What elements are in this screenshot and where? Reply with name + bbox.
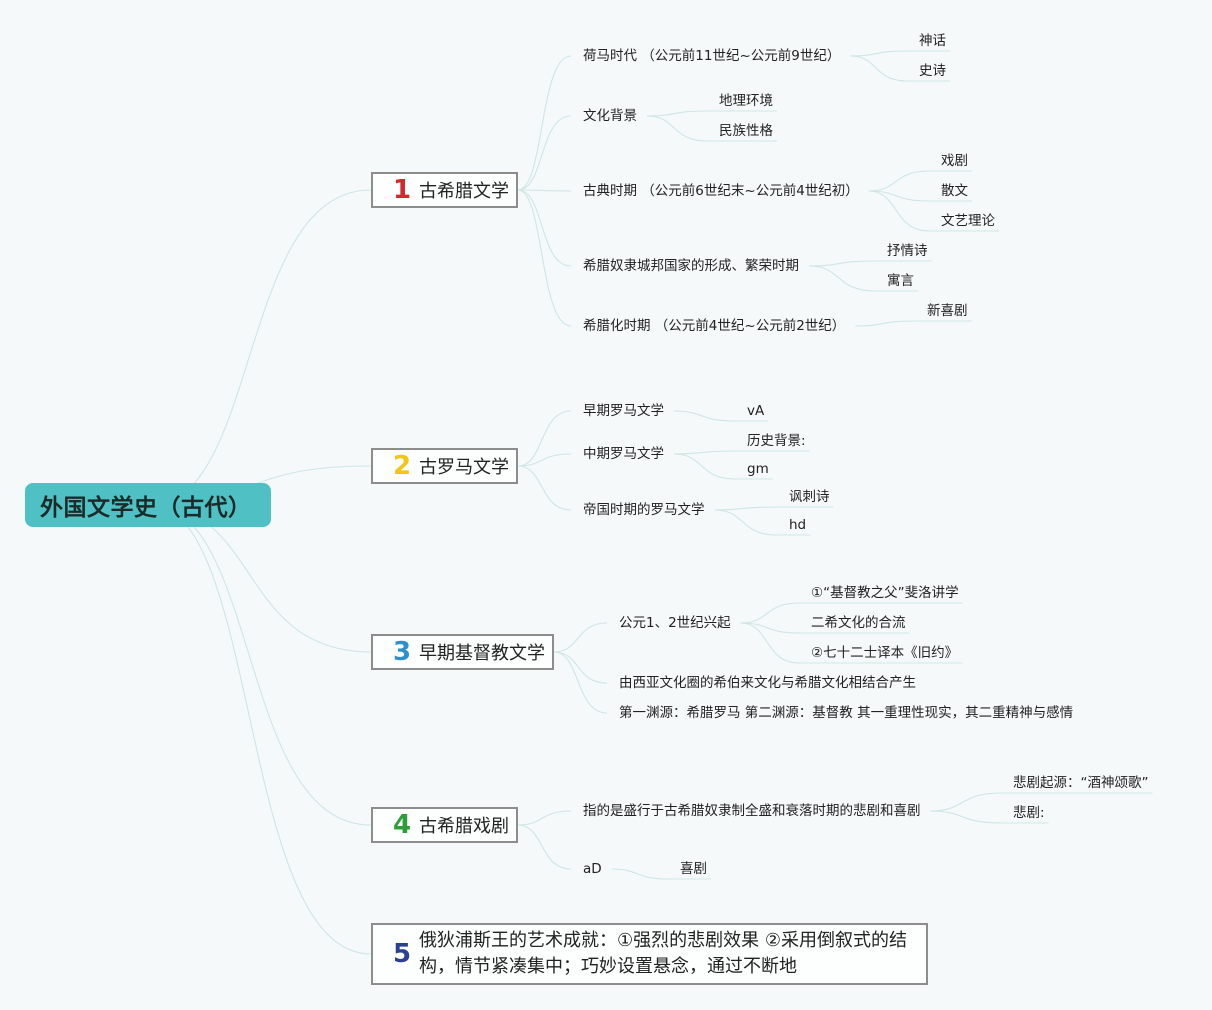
- subtopic-label[interactable]: 早期罗马文学: [583, 403, 664, 419]
- leaf-label[interactable]: ①“基督教之父”斐洛讲学: [811, 585, 959, 601]
- subtopic-label[interactable]: aD: [583, 861, 602, 877]
- subtopic-connector: [646, 115, 708, 142]
- leaf-label[interactable]: 民族性格: [719, 123, 773, 139]
- leaf-label[interactable]: 戏剧: [941, 153, 968, 169]
- branch-connector: [517, 465, 572, 511]
- branch-topic[interactable]: 2 古罗马文学: [371, 448, 518, 484]
- branch-title: 古希腊戏剧: [419, 816, 509, 837]
- subtopic-label[interactable]: 古典时期 （公元前6世纪末~公元前4世纪初）: [583, 183, 859, 199]
- branch-number-icon: 1: [392, 175, 412, 205]
- leaf-label[interactable]: gm: [747, 461, 769, 477]
- leaf-label[interactable]: 讽刺诗: [789, 489, 830, 505]
- subtopic-connector: [714, 506, 778, 511]
- leaf-label[interactable]: ②七十二士译本《旧约》: [811, 645, 959, 661]
- root-connector: [149, 504, 372, 826]
- branch-topic[interactable]: 3 早期基督教文学: [371, 634, 554, 670]
- subtopic-connector: [673, 410, 736, 422]
- branch-topic[interactable]: 4 古希腊戏剧: [371, 807, 518, 843]
- branch-connector: [517, 810, 572, 826]
- subtopic-connector: [850, 50, 908, 57]
- subtopic-label[interactable]: 荷马时代 （公元前11世纪~公元前9世纪）: [583, 48, 841, 64]
- leaf-label[interactable]: 寓言: [887, 273, 914, 289]
- subtopic-label[interactable]: 文化背景: [583, 108, 637, 124]
- root-title: 外国文学史（古代）: [40, 495, 252, 521]
- branch-connector: [517, 824, 572, 870]
- root-connector: [149, 504, 372, 653]
- subtopic-label[interactable]: 由西亚文化圈的希伯来文化与希腊文化相结合产生: [619, 675, 916, 691]
- branch-number-icon: 5: [392, 939, 412, 969]
- leaf-label[interactable]: 史诗: [919, 63, 946, 79]
- root-connector: [149, 189, 372, 506]
- subtopic-connector: [930, 792, 1002, 812]
- subtopic-connector: [714, 509, 778, 536]
- leaf-label[interactable]: 神话: [919, 33, 946, 49]
- branch-connector: [517, 189, 572, 192]
- branch-connector: [553, 651, 608, 684]
- subtopic-connector: [740, 622, 800, 634]
- subtopic-connector: [740, 622, 800, 664]
- subtopic-connector: [646, 110, 708, 117]
- branch-title: 早期基督教文学: [419, 643, 545, 664]
- branch-connector: [517, 189, 572, 327]
- subtopic-connector: [855, 320, 916, 327]
- branch-connector: [553, 651, 608, 714]
- subtopic-label[interactable]: 指的是盛行于古希腊奴隶制全盛和衰落时期的悲剧和喜剧: [583, 803, 921, 819]
- leaf-label[interactable]: 抒情诗: [887, 243, 928, 259]
- subtopic-connector: [673, 450, 736, 455]
- subtopic-label[interactable]: 帝国时期的罗马文学: [583, 502, 705, 518]
- branch-connector: [517, 115, 572, 191]
- subtopic-connector: [808, 265, 876, 292]
- leaf-label[interactable]: vA: [747, 403, 765, 419]
- leaf-label[interactable]: 新喜剧: [927, 303, 968, 319]
- leaf-label[interactable]: 文艺理论: [941, 213, 995, 229]
- branch-topic[interactable]: 1 古希腊文学: [371, 172, 518, 208]
- subtopic-connector: [868, 170, 930, 192]
- root-topic[interactable]: 外国文学史（古代）: [25, 483, 271, 527]
- subtopic-label[interactable]: 公元1、2世纪兴起: [619, 615, 731, 631]
- subtopic-label[interactable]: 第一渊源：希腊罗马 第二渊源：基督教 其一重理性现实，其二重精神与感情: [619, 705, 1074, 721]
- leaf-label[interactable]: 散文: [941, 183, 968, 199]
- subtopic-connector: [850, 55, 908, 82]
- branch-number-icon: 2: [392, 451, 412, 481]
- branch-title: 古罗马文学: [419, 457, 509, 478]
- subtopic-connector: [808, 260, 876, 267]
- branch-connector: [517, 453, 572, 467]
- subtopic-connector: [611, 868, 669, 880]
- leaf-label[interactable]: hd: [789, 517, 807, 533]
- leaf-label[interactable]: 历史背景:: [747, 433, 806, 449]
- subtopic-connector: [868, 190, 930, 202]
- subtopic-label[interactable]: 中期罗马文学: [583, 446, 664, 462]
- branch-title: 古希腊文学: [419, 181, 509, 202]
- subtopic-connector: [868, 190, 930, 232]
- subtopic-label[interactable]: 希腊奴隶城邦国家的形成、繁荣时期: [583, 258, 799, 274]
- branch-connector: [517, 55, 572, 191]
- subtopic-connector: [740, 602, 800, 624]
- leaf-label[interactable]: 悲剧起源：“酒神颂歌”: [1013, 775, 1149, 791]
- branch-number-icon: 4: [392, 810, 412, 840]
- branch-connector: [517, 189, 572, 267]
- leaf-label[interactable]: 二希文化的合流: [811, 615, 906, 631]
- leaf-label[interactable]: 悲剧:: [1013, 805, 1045, 821]
- subtopic-label[interactable]: 希腊化时期 （公元前4世纪~公元前2世纪）: [583, 318, 846, 334]
- root-connector: [149, 504, 372, 955]
- leaf-label[interactable]: 喜剧: [680, 861, 707, 877]
- subtopic-connector: [673, 453, 736, 480]
- leaf-label[interactable]: 地理环境: [719, 93, 773, 109]
- branch-connector: [553, 622, 608, 653]
- branch-connector: [517, 410, 572, 467]
- branch-number-icon: 3: [392, 637, 412, 667]
- subtopic-connector: [930, 810, 1002, 824]
- branch-title: 俄狄浦斯王的艺术成就：①强烈的悲剧效果 ②采用倒叙式的结构，情节紧凑集中；巧妙设…: [419, 930, 907, 977]
